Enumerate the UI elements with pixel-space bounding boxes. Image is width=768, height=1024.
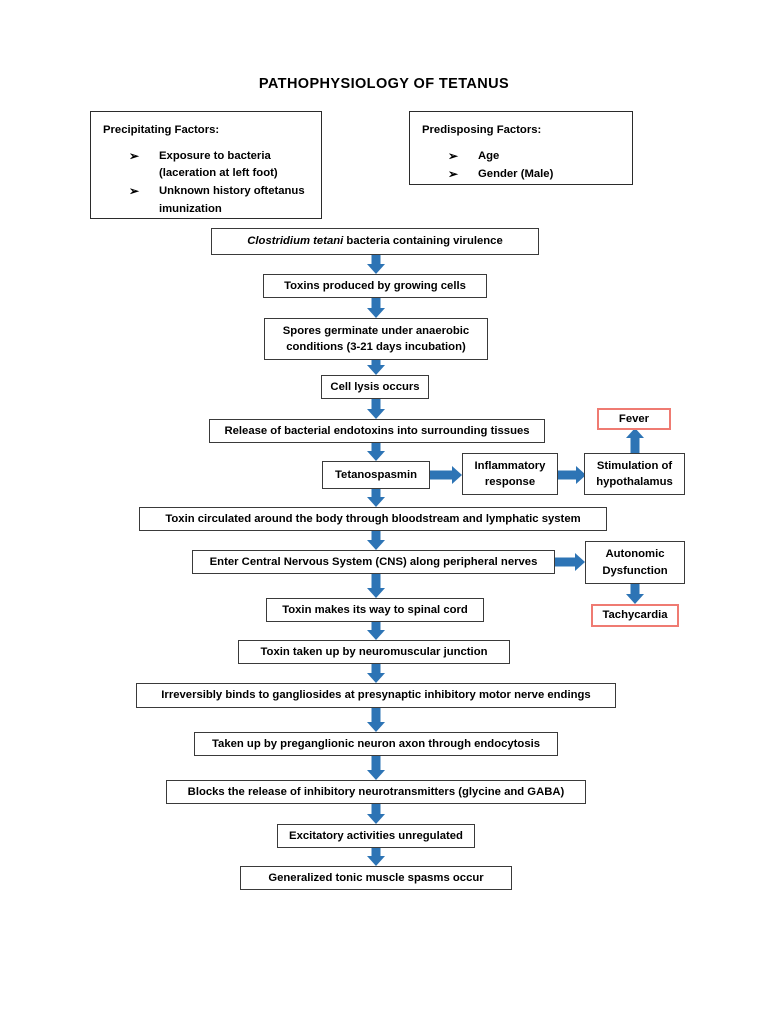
arrow-down-icon bbox=[366, 443, 385, 461]
arrow-down-icon bbox=[366, 756, 385, 780]
node-neuromuscular-junction: Toxin taken up by neuromuscular junction bbox=[238, 640, 510, 664]
node-preganglionic-endocytosis: Taken up by preganglionic neuron axon th… bbox=[194, 732, 558, 756]
list-item-label: Unknown history oftetanus imunization bbox=[159, 185, 305, 215]
arrow-bullet-icon: ➢ bbox=[448, 167, 459, 182]
node-tetanospasmin: Tetanospasmin bbox=[322, 461, 430, 489]
list-item: ➢ Unknown history oftetanus imunization bbox=[129, 183, 309, 217]
node-excitatory-unregulated: Excitatory activities unregulated bbox=[277, 824, 475, 848]
arrow-right-icon bbox=[558, 463, 586, 487]
list-item: ➢ Gender (Male) bbox=[448, 166, 620, 183]
arrow-down-icon bbox=[366, 399, 385, 419]
arrow-down-icon bbox=[366, 531, 385, 550]
node-tachycardia: Tachycardia bbox=[591, 604, 679, 627]
arrow-bullet-icon: ➢ bbox=[129, 184, 140, 199]
list-item-label: Age bbox=[478, 150, 500, 163]
predisposing-factors-header: Predisposing Factors: bbox=[422, 124, 542, 136]
arrow-down-icon bbox=[366, 708, 385, 732]
node-toxin-circulated: Toxin circulated around the body through… bbox=[139, 507, 607, 531]
node-release-endotoxins: Release of bacterial endotoxins into sur… bbox=[209, 419, 545, 443]
precipitating-factors-box: Precipitating Factors: ➢ Exposure to bac… bbox=[90, 111, 322, 219]
node-toxin-spinal-cord: Toxin makes its way to spinal cord bbox=[266, 598, 484, 622]
list-item: ➢ Age bbox=[448, 148, 620, 165]
arrow-down-icon bbox=[366, 360, 385, 375]
arrow-bullet-icon: ➢ bbox=[129, 149, 140, 164]
node-enter-cns: Enter Central Nervous System (CNS) along… bbox=[192, 550, 555, 574]
arrow-down-icon bbox=[625, 584, 644, 604]
node-label-italic: Clostridium tetani bbox=[247, 235, 344, 248]
list-item: ➢ Exposure to bacteria (laceration at le… bbox=[129, 148, 309, 182]
precipitating-factors-header: Precipitating Factors: bbox=[103, 124, 220, 136]
arrow-right-icon bbox=[430, 463, 462, 487]
arrow-right-icon bbox=[555, 551, 585, 573]
node-tonic-muscle-spasms: Generalized tonic muscle spasms occur bbox=[240, 866, 512, 890]
predisposing-factors-box: Predisposing Factors: ➢ Age ➢ Gender (Ma… bbox=[409, 111, 633, 185]
arrow-down-icon bbox=[366, 848, 385, 866]
arrow-down-icon bbox=[366, 489, 385, 507]
node-toxins-produced: Toxins produced by growing cells bbox=[263, 274, 487, 298]
node-blocks-neurotransmitters: Blocks the release of inhibitory neurotr… bbox=[166, 780, 586, 804]
arrow-down-icon bbox=[366, 804, 385, 824]
node-clostridium-tetani: Clostridium tetani bacteria containing v… bbox=[211, 228, 539, 255]
arrow-down-icon bbox=[366, 255, 385, 274]
node-inflammatory-response: Inflammatory response bbox=[462, 453, 558, 495]
page-title: PATHOPHYSIOLOGY OF TETANUS bbox=[258, 76, 510, 92]
arrow-down-icon bbox=[366, 664, 385, 683]
node-fever: Fever bbox=[597, 408, 671, 430]
list-item-label: Exposure to bacteria (laceration at left… bbox=[159, 150, 278, 180]
arrow-up-icon bbox=[625, 428, 644, 453]
arrow-down-icon bbox=[366, 574, 385, 598]
arrow-bullet-icon: ➢ bbox=[448, 149, 459, 164]
arrow-down-icon bbox=[366, 298, 385, 318]
precipitating-factors-list: ➢ Exposure to bacteria (laceration at le… bbox=[103, 148, 309, 218]
node-spores-germinate: Spores germinate under anaerobic conditi… bbox=[264, 318, 488, 360]
list-item-label: Gender (Male) bbox=[478, 168, 554, 181]
predisposing-factors-list: ➢ Age ➢ Gender (Male) bbox=[422, 148, 620, 183]
node-binds-gangliosides: Irreversibly binds to gangliosides at pr… bbox=[136, 683, 616, 708]
node-autonomic-dysfunction: Autonomic Dysfunction bbox=[585, 541, 685, 584]
node-label: bacteria containing virulence bbox=[343, 235, 503, 248]
node-cell-lysis: Cell lysis occurs bbox=[321, 375, 429, 399]
arrow-down-icon bbox=[366, 622, 385, 640]
node-stimulation-hypothalamus: Stimulation of hypothalamus bbox=[584, 453, 685, 495]
